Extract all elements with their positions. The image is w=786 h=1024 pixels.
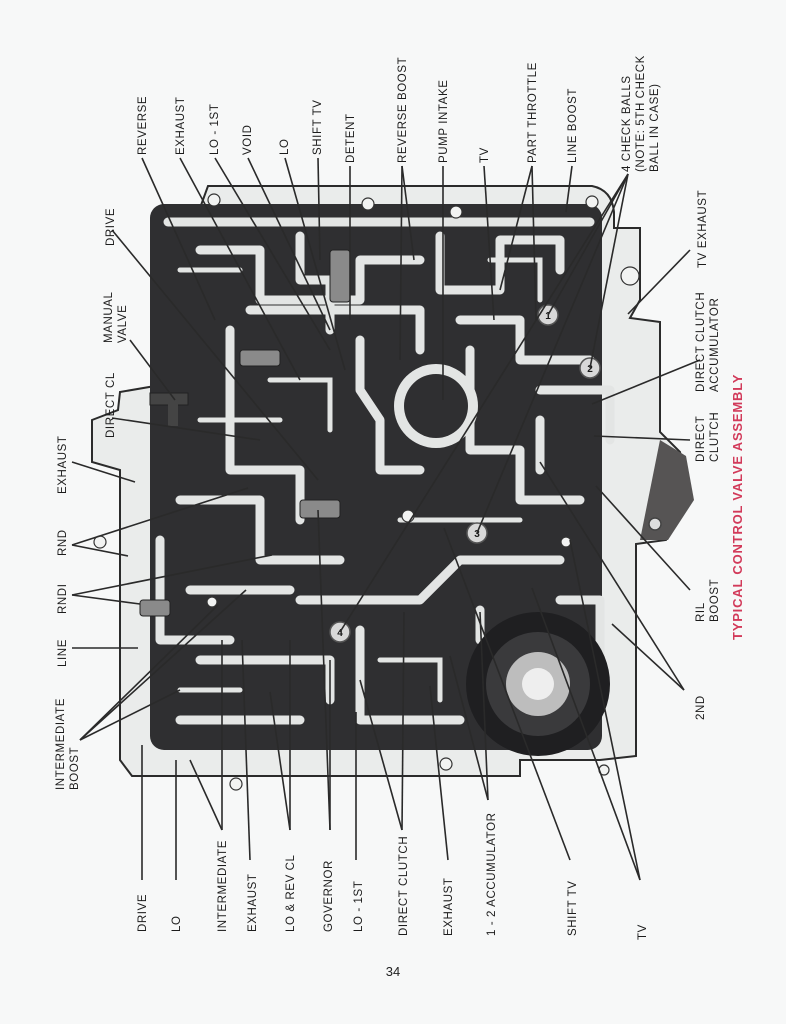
label-part-throttle: PART THROTTLE	[527, 62, 539, 163]
labels-right: TV EXHAUST DIRECT CLUTCH ACCUMULATOR DIR…	[695, 190, 721, 720]
label-direct-clutch-right-2: CLUTCH	[709, 412, 721, 462]
label-intermediate: INTERMEDIATE	[217, 840, 229, 932]
label-direct-cl: DIRECT CL	[105, 372, 117, 438]
label-shift-tv-bottom: SHIFT TV	[567, 881, 579, 937]
label-ril-boost-1: RIL	[695, 602, 707, 622]
label-check-balls-3: BALL IN CASE)	[649, 83, 661, 172]
diagram-title: TYPICAL CONTROL VALVE ASSEMBLY	[730, 374, 745, 640]
label-reverse-boost: REVERSE BOOST	[397, 57, 409, 163]
label-line-boost: LINE BOOST	[567, 88, 579, 163]
svg-text:3: 3	[474, 529, 480, 540]
label-manual-valve-2: VALVE	[117, 305, 129, 343]
labels-left: DRIVE MANUAL VALVE DIRECT CL EXHAUST RND…	[55, 208, 129, 790]
label-drive-bottom: DRIVE	[137, 894, 149, 932]
valve-body	[91, 185, 694, 791]
label-reverse: REVERSE	[137, 96, 149, 155]
label-drive-left: DRIVE	[105, 208, 117, 246]
label-exhaust-bottom-1: EXHAUST	[247, 873, 259, 932]
label-void: VOID	[242, 124, 254, 155]
label-exhaust: EXHAUST	[175, 96, 187, 155]
label-exhaust-bottom-2: EXHAUST	[443, 877, 455, 936]
label-ril-boost-2: BOOST	[709, 579, 721, 622]
label-rndi: RNDI	[57, 583, 69, 614]
leader-lines	[71, 157, 701, 881]
label-direct-clutch-right-1: DIRECT	[695, 416, 707, 462]
label-lo: LO	[279, 138, 291, 155]
label-lo-rev-cl: LO & REV CL	[285, 854, 297, 932]
label-exhaust-left: EXHAUST	[57, 435, 69, 494]
label-manual-valve-1: MANUAL	[103, 291, 115, 343]
page-number: 34	[385, 964, 401, 979]
label-direct-clutch-bottom: DIRECT CLUTCH	[398, 836, 410, 936]
label-lo-bottom: LO	[171, 915, 183, 932]
label-shift-tv: SHIFT TV	[312, 100, 324, 156]
label-detent: DETENT	[345, 113, 357, 163]
label-intermediate-boost-2: BOOST	[69, 747, 81, 790]
labels-bottom: DRIVE LO INTERMEDIATE EXHAUST LO & REV C…	[137, 812, 649, 940]
label-intermediate-boost-1: INTERMEDIATE	[55, 698, 67, 790]
label-lo-1st: LO - 1ST	[209, 104, 221, 155]
label-tv: TV	[479, 147, 491, 163]
label-lo-1st-bottom: LO - 1ST	[353, 881, 365, 932]
label-pump-intake: PUMP INTAKE	[438, 80, 450, 164]
label-tv-exhaust: TV EXHAUST	[697, 190, 709, 268]
label-2nd: 2ND	[695, 695, 707, 720]
svg-text:1: 1	[545, 311, 551, 322]
label-governor: GOVERNOR	[323, 860, 335, 932]
label-rnd: RND	[57, 529, 69, 556]
label-check-balls-1: 4 CHECK BALLS	[621, 75, 633, 172]
label-direct-clutch-accumulator-2: ACCUMULATOR	[709, 298, 721, 392]
labels-top: REVERSE EXHAUST LO - 1ST VOID LO SHIFT T…	[137, 55, 661, 172]
svg-text:2: 2	[587, 364, 593, 375]
label-1-2-accumulator: 1 - 2 ACCUMULATOR	[486, 812, 498, 936]
label-tv-bottom: TV	[637, 924, 649, 940]
label-direct-clutch-accumulator-1: DIRECT CLUTCH	[695, 292, 707, 392]
svg-text:4: 4	[337, 628, 343, 639]
label-check-balls-2: (NOTE: 5TH CHECK	[635, 55, 647, 172]
label-line: LINE	[57, 639, 69, 667]
